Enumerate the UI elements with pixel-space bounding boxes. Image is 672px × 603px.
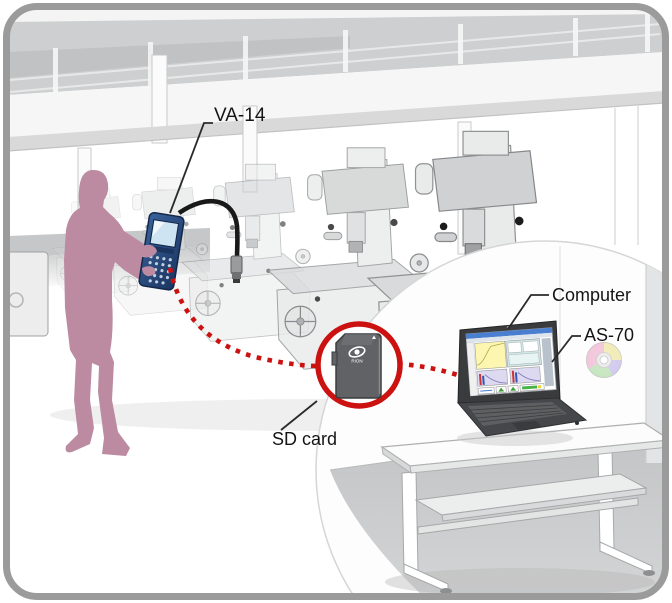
desk <box>380 422 666 594</box>
sd-card-icon: RION <box>331 333 382 399</box>
power-button-icon <box>575 421 579 425</box>
worker-silhouette <box>64 169 158 456</box>
device-cable <box>177 198 243 283</box>
laptop-icon <box>456 320 588 446</box>
label-sd-card: SD card <box>272 429 338 449</box>
inset-detail-circle <box>315 240 666 597</box>
laptop-touchpad <box>512 421 542 430</box>
cd-disc-icon <box>586 342 622 378</box>
red-highlight-circle: RION <box>315 321 403 409</box>
label-as70: AS-70 <box>584 325 635 345</box>
vibration-sensor-icon <box>230 255 243 275</box>
rion-logo-icon: RION <box>348 346 366 364</box>
office-wall-pillar <box>646 248 666 463</box>
side-cabinet <box>6 251 49 337</box>
red-dotted-flow-line <box>167 267 462 379</box>
label-computer: Computer <box>552 285 632 305</box>
label-pointer-lines <box>169 122 581 431</box>
ceiling-mezzanine <box>8 8 664 95</box>
label-va14: VA-14 <box>214 105 266 126</box>
factory-scene: RION <box>6 6 666 597</box>
as70-software-screen <box>465 327 557 397</box>
laptop-keyboard <box>468 402 567 426</box>
worker-hands <box>139 244 157 276</box>
svg-text:RION: RION <box>351 359 362 364</box>
